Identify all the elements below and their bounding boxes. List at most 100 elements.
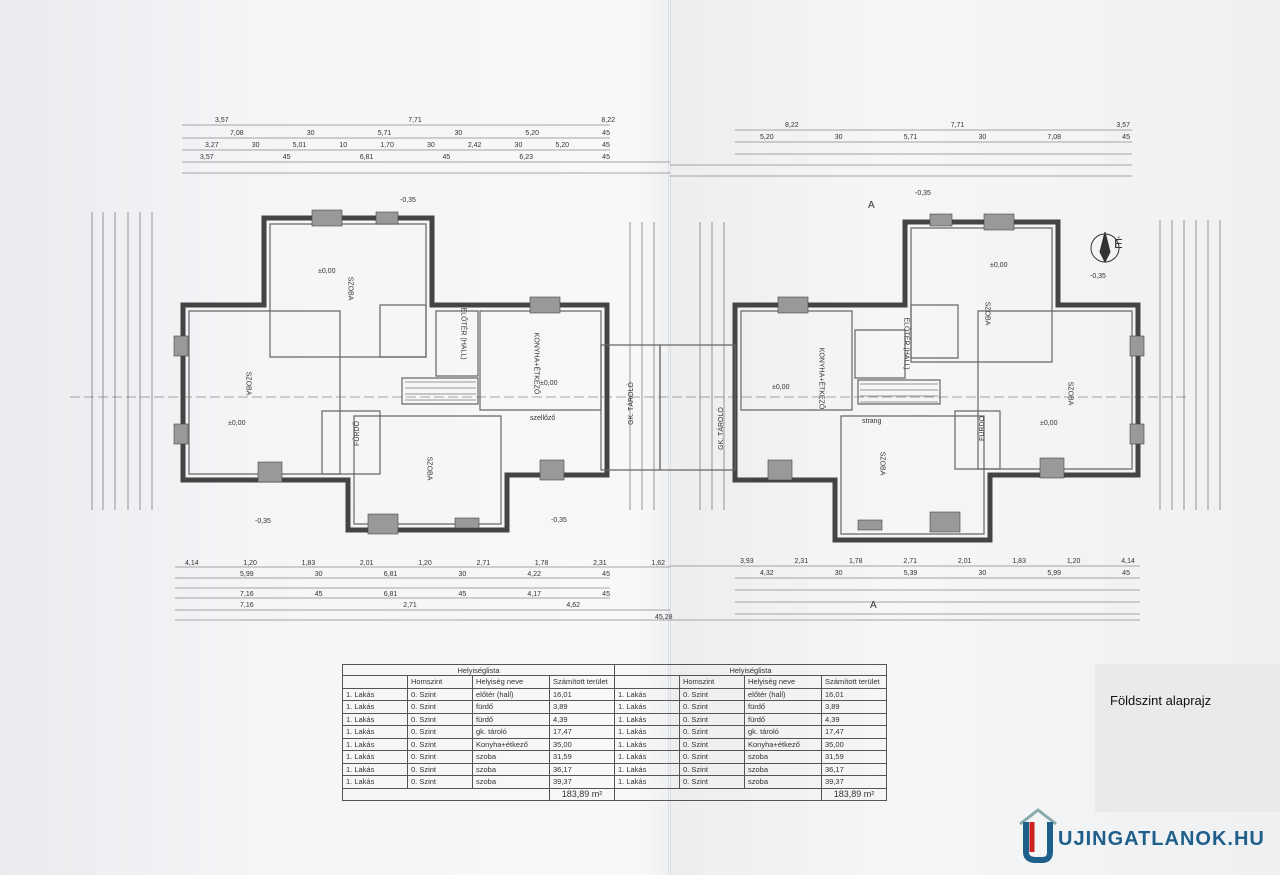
room-konyha-right: KONYHA+ÉTKEZŐ: [817, 347, 825, 410]
section-label-top: A: [868, 200, 875, 211]
room-szoba-4: SZOBA: [983, 301, 991, 326]
level-neg-3: -0,35: [551, 517, 567, 524]
table-cell: 1. Lakás: [342, 725, 408, 739]
table-cell: Konyha+étkező: [744, 737, 822, 751]
table-cell: 3,89: [821, 700, 887, 714]
table-cell: 16,01: [549, 687, 615, 701]
room-gk-tarolo-right: GK. TÁROLÓ: [717, 407, 725, 450]
schedule-total: 183,89 m²: [549, 787, 615, 801]
level-neg-1: -0,35: [400, 197, 416, 204]
north-label: É: [1114, 236, 1123, 251]
table-cell: 1. Lakás: [342, 762, 408, 776]
table-cell: 0. Szint: [679, 700, 745, 714]
table-cell: fürdő: [744, 712, 822, 726]
level-neg-4: -0,35: [915, 190, 931, 197]
table-cell: 1. Lakás: [342, 775, 408, 789]
table-cell: gk. tároló: [744, 725, 822, 739]
room-konyha-left: KONYHA+ÉTKEZŐ: [532, 332, 540, 395]
room-szoba-6: SZOBA: [878, 451, 886, 476]
room-furdo-right: FÜRDŐ: [978, 416, 986, 441]
table-cell: 1. Lakás: [614, 775, 680, 789]
brand-name[interactable]: UUJINGATLANOK.HU: [1058, 828, 1265, 851]
level-3: ±0,00: [540, 380, 558, 387]
table-cell: szoba: [744, 775, 822, 789]
caption-text: Földszint alaprajz: [1110, 693, 1212, 708]
table-cell: 1. Lakás: [614, 700, 680, 714]
table-cell: szoba: [472, 762, 550, 776]
table-cell: 16,01: [821, 687, 887, 701]
table-cell: 0. Szint: [679, 762, 745, 776]
table-cell: 0. Szint: [679, 687, 745, 701]
level-1: ±0,00: [318, 268, 336, 275]
paper-fold: [668, 0, 671, 875]
table-cell: szoba: [744, 750, 822, 764]
table-cell: 0. Szint: [407, 775, 473, 789]
section-label-bottom: A: [870, 600, 877, 611]
room-szoba-1: SZOBA: [346, 276, 354, 301]
table-cell: szoba: [472, 775, 550, 789]
room-szoba-2: SZOBA: [244, 371, 252, 396]
table-cell: 39,37: [821, 775, 887, 789]
table-cell: fürdő: [472, 712, 550, 726]
table-cell: 0. Szint: [407, 712, 473, 726]
table-cell: fürdő: [472, 700, 550, 714]
table-cell: 1. Lakás: [342, 687, 408, 701]
room-schedule: Helyiséglista Homszint Helyiség neve Szá…: [342, 664, 887, 801]
table-cell: 17,47: [549, 725, 615, 739]
table-cell: 36,17: [821, 762, 887, 776]
table-cell: 0. Szint: [407, 725, 473, 739]
table-cell: Konyha+étkező: [472, 737, 550, 751]
level-5: ±0,00: [1040, 420, 1058, 427]
table-cell: 1. Lakás: [342, 750, 408, 764]
table-cell: 0. Szint: [407, 700, 473, 714]
table-cell: 31,59: [549, 750, 615, 764]
room-szoba-3: SZOBA: [425, 456, 433, 481]
room-gk-tarolo-left: GK. TÁROLÓ: [627, 382, 635, 425]
table-cell: 17,47: [821, 725, 887, 739]
table-cell: 0. Szint: [679, 750, 745, 764]
level-4: ±0,00: [990, 262, 1008, 269]
table-cell: 1. Lakás: [614, 712, 680, 726]
table-cell: 1. Lakás: [614, 750, 680, 764]
schedule-caption: Helyiséglista: [342, 664, 615, 676]
table-cell: 31,59: [821, 750, 887, 764]
table-cell: 1. Lakás: [342, 700, 408, 714]
table-cell: 36,17: [549, 762, 615, 776]
table-cell: 0. Szint: [407, 762, 473, 776]
table-cell: 1. Lakás: [342, 737, 408, 751]
level-2: ±0,00: [228, 420, 246, 427]
total-width: 45,28: [655, 614, 673, 621]
table-cell: 1. Lakás: [614, 737, 680, 751]
table-cell: szoba: [472, 750, 550, 764]
table-cell: 0. Szint: [679, 712, 745, 726]
strang-right: strang: [862, 418, 882, 425]
room-eloter-right: ELŐTÉR (HALL): [902, 317, 910, 370]
table-cell: 1. Lakás: [614, 687, 680, 701]
table-cell: 0. Szint: [679, 725, 745, 739]
brand-suffix: UJINGATLANOK.HU: [1058, 828, 1265, 850]
strang-left: szellőző: [530, 415, 556, 422]
table-cell: 0. Szint: [407, 750, 473, 764]
table-cell: előtér (hall): [472, 687, 550, 701]
table-cell: 1. Lakás: [342, 712, 408, 726]
